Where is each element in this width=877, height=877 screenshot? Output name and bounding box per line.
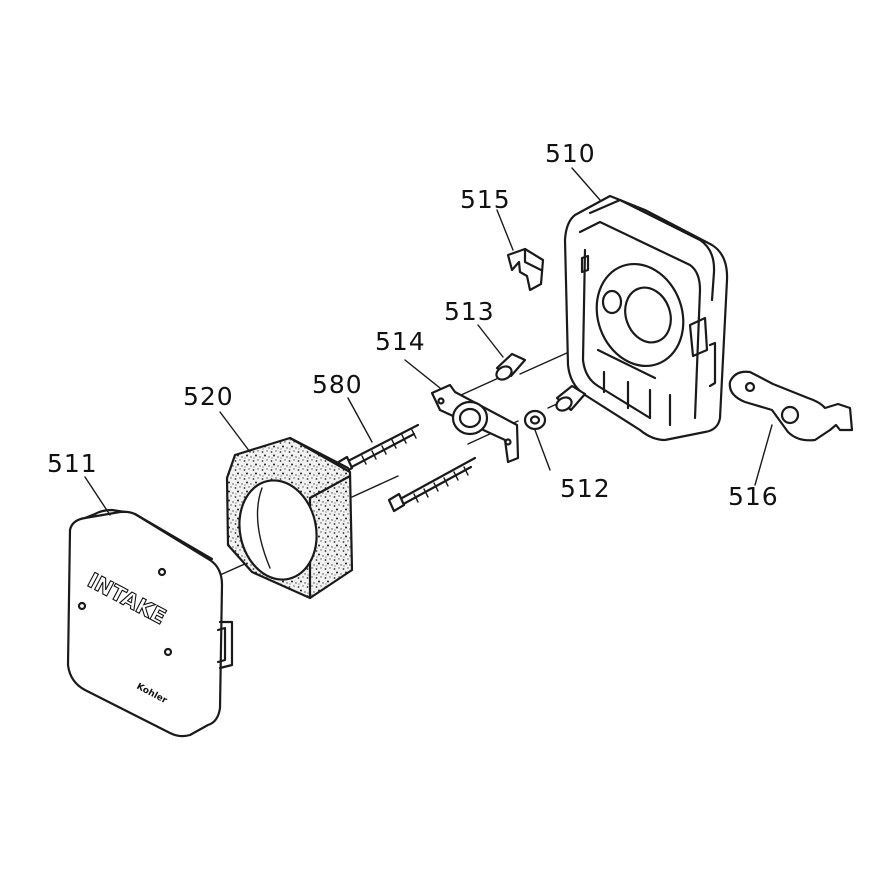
callout-516: 516 — [728, 482, 779, 511]
leader-511 — [84, 476, 111, 516]
leader-580 — [347, 397, 373, 443]
callout-515: 515 — [460, 185, 511, 214]
leader-516 — [754, 424, 773, 486]
part-513-bushing — [495, 352, 527, 381]
part-515-clip — [506, 247, 545, 292]
leader-510 — [571, 167, 601, 201]
callout-510: 510 — [545, 139, 596, 168]
leader-520 — [219, 411, 251, 453]
part-510-base — [563, 194, 729, 442]
leader-512 — [534, 429, 551, 471]
part-520-foam — [225, 436, 354, 600]
part-511-cover: INTAKE Kohler — [66, 508, 234, 738]
leader-lines — [84, 167, 773, 516]
leader-514 — [404, 359, 441, 389]
part-580-screws — [335, 423, 477, 513]
part-516-plate — [728, 370, 854, 442]
leader-513 — [477, 324, 504, 358]
callout-labels: 510 511 512 513 514 515 516 520 580 — [47, 139, 779, 511]
callout-520: 520 — [183, 382, 234, 411]
leader-515 — [496, 209, 514, 251]
callout-511: 511 — [47, 449, 98, 478]
part-512-washer — [523, 409, 547, 431]
callout-513: 513 — [444, 297, 495, 326]
part-514-bracket — [430, 383, 520, 464]
callout-580: 580 — [312, 370, 363, 399]
callout-514: 514 — [375, 327, 426, 356]
callout-512: 512 — [560, 474, 611, 503]
part-spacer-bushing — [555, 384, 587, 412]
